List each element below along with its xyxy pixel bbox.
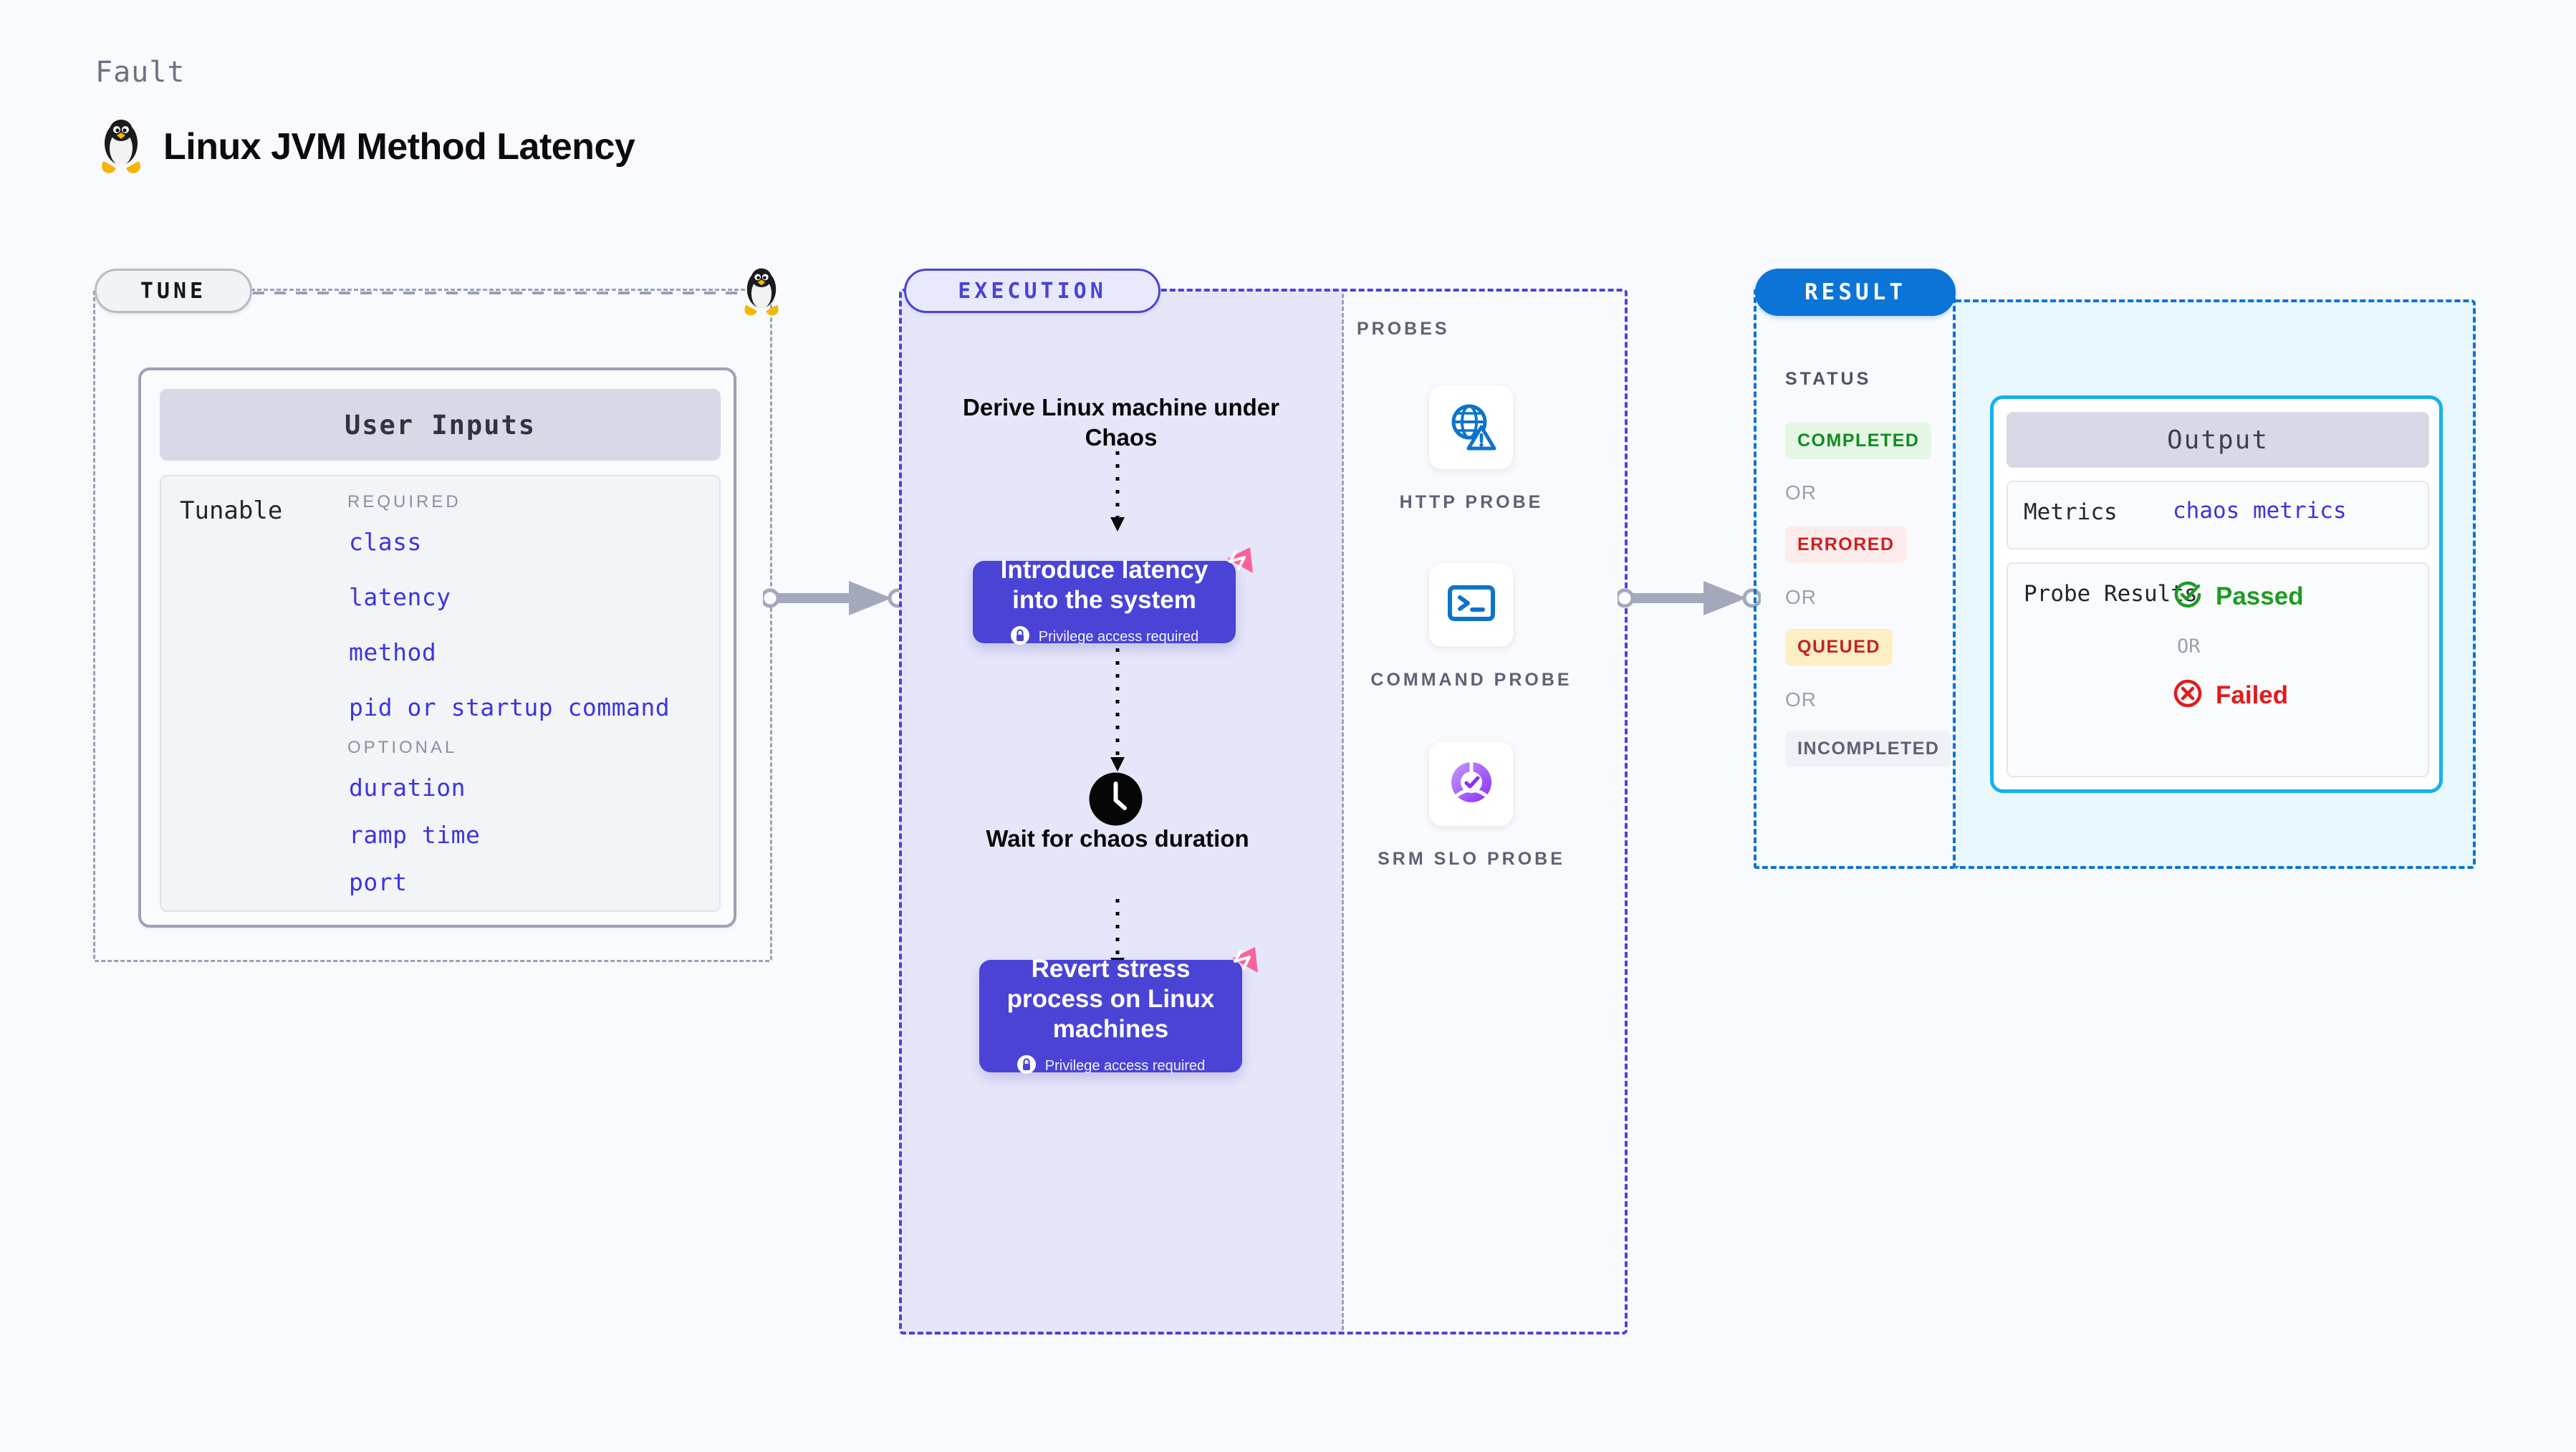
harness-fault-badge-icon-2 <box>1218 944 1261 988</box>
status-chip-queued: QUEUED <box>1785 629 1893 665</box>
result-pill[interactable]: RESULT <box>1755 269 1956 316</box>
dotted-arrow-2 <box>1110 648 1125 771</box>
probe-tile-srm-slo[interactable] <box>1429 742 1513 826</box>
param-method[interactable]: method <box>349 638 437 666</box>
group-label-required: REQUIRED <box>347 492 461 511</box>
param-latency[interactable]: latency <box>349 583 451 611</box>
check-circle-icon <box>2173 580 2203 613</box>
status-chip-completed: COMPLETED <box>1785 423 1932 459</box>
output-value-chaos-metrics[interactable]: chaos metrics <box>2173 498 2347 524</box>
output-key-metrics: Metrics <box>2024 499 2118 525</box>
param-pid-or-startup-command[interactable]: pid or startup command <box>349 693 671 721</box>
lock-icon <box>1010 625 1030 649</box>
probe-name-srm-slo: SRM SLO PROBE <box>1378 849 1565 869</box>
probe-result-failed-label: Failed <box>2216 681 2289 709</box>
derive-machine-text: Derive Linux machine under Chaos <box>963 394 1279 451</box>
privilege-row: Privilege access required <box>1010 625 1198 649</box>
page-title-text: Linux JVM Method Latency <box>163 126 635 168</box>
execution-pill[interactable]: EXECUTION <box>904 269 1160 313</box>
group-label-optional: OPTIONAL <box>347 738 458 757</box>
tunable-label: Tunable <box>180 496 283 525</box>
tune-connector <box>253 292 749 294</box>
or-label-1: OR <box>1785 481 1817 504</box>
x-circle-icon <box>2173 678 2203 712</box>
connector-execution-to-result <box>1618 581 1761 615</box>
probe-name-http: HTTP PROBE <box>1399 492 1544 512</box>
wait-duration-text: Wait for chaos duration <box>986 825 1249 852</box>
probe-result-passed-label: Passed <box>2216 582 2304 610</box>
action-title: Introduce latency into the system <box>1000 556 1208 614</box>
slo-check-icon <box>1446 756 1497 812</box>
clock-icon <box>1089 772 1143 830</box>
page-title: Linux JVM Method Latency <box>97 118 635 176</box>
or-label-3: OR <box>1785 688 1817 711</box>
probe-name-command: COMMAND PROBE <box>1370 670 1572 690</box>
privilege-row: Privilege access required <box>1017 1054 1205 1078</box>
output-row-probe-results: Probe Results Passed OR <box>2007 562 2429 777</box>
param-ramp-time[interactable]: ramp time <box>349 821 481 849</box>
connector-tune-to-execution <box>763 581 906 615</box>
action-box-introduce-latency[interactable]: Introduce latency into the system Privil… <box>973 556 1236 645</box>
action-box-revert-stress[interactable]: Revert stress process on Linux machines … <box>979 955 1242 1074</box>
fault-kicker: Fault <box>95 56 186 89</box>
linux-penguin-icon <box>97 118 145 176</box>
privilege-text: Privilege access required <box>1044 1058 1206 1074</box>
probe-tile-http[interactable] <box>1429 385 1513 469</box>
status-chip-incompleted: INCOMPLETED <box>1785 731 1952 767</box>
lock-icon <box>1017 1054 1037 1078</box>
tunable-params-panel: Tunable REQUIRED class latency method pi… <box>160 475 721 912</box>
tune-region <box>93 289 772 962</box>
param-port[interactable]: port <box>349 868 408 896</box>
probe-result-passed: Passed <box>2173 580 2304 613</box>
probes-label: PROBES <box>1357 319 1450 339</box>
probe-result-or: OR <box>2177 635 2201 658</box>
user-inputs-card: User Inputs Tunable REQUIRED class laten… <box>138 367 736 928</box>
output-card: Output Metrics chaos metrics Probe Resul… <box>1990 395 2443 793</box>
tune-pill[interactable]: TUNE <box>95 269 252 313</box>
output-key-probe-results: Probe Results <box>2024 581 2198 607</box>
harness-fault-badge-icon-1 <box>1213 544 1256 588</box>
user-inputs-title: User Inputs <box>160 389 721 461</box>
output-title: Output <box>2007 412 2429 468</box>
output-row-metrics: Metrics chaos metrics <box>2007 481 2429 549</box>
terminal-icon <box>1446 580 1497 630</box>
execution-probes-region <box>899 289 1628 1335</box>
status-chip-errored: ERRORED <box>1785 527 1907 563</box>
status-label: STATUS <box>1785 369 1872 389</box>
dotted-arrow-1 <box>1110 451 1125 532</box>
execution-probes-divider <box>1342 294 1344 1330</box>
or-label-2: OR <box>1785 586 1817 608</box>
probe-tile-command[interactable] <box>1429 563 1513 647</box>
param-duration[interactable]: duration <box>349 774 466 802</box>
linux-penguin-icon-connector <box>741 266 782 322</box>
globe-warning-icon <box>1446 400 1497 455</box>
privilege-text: Privilege access required <box>1038 629 1199 645</box>
param-class[interactable]: class <box>349 528 422 556</box>
action-title: Revert stress process on Linux machines <box>1006 955 1215 1043</box>
probe-result-failed: Failed <box>2173 678 2288 712</box>
